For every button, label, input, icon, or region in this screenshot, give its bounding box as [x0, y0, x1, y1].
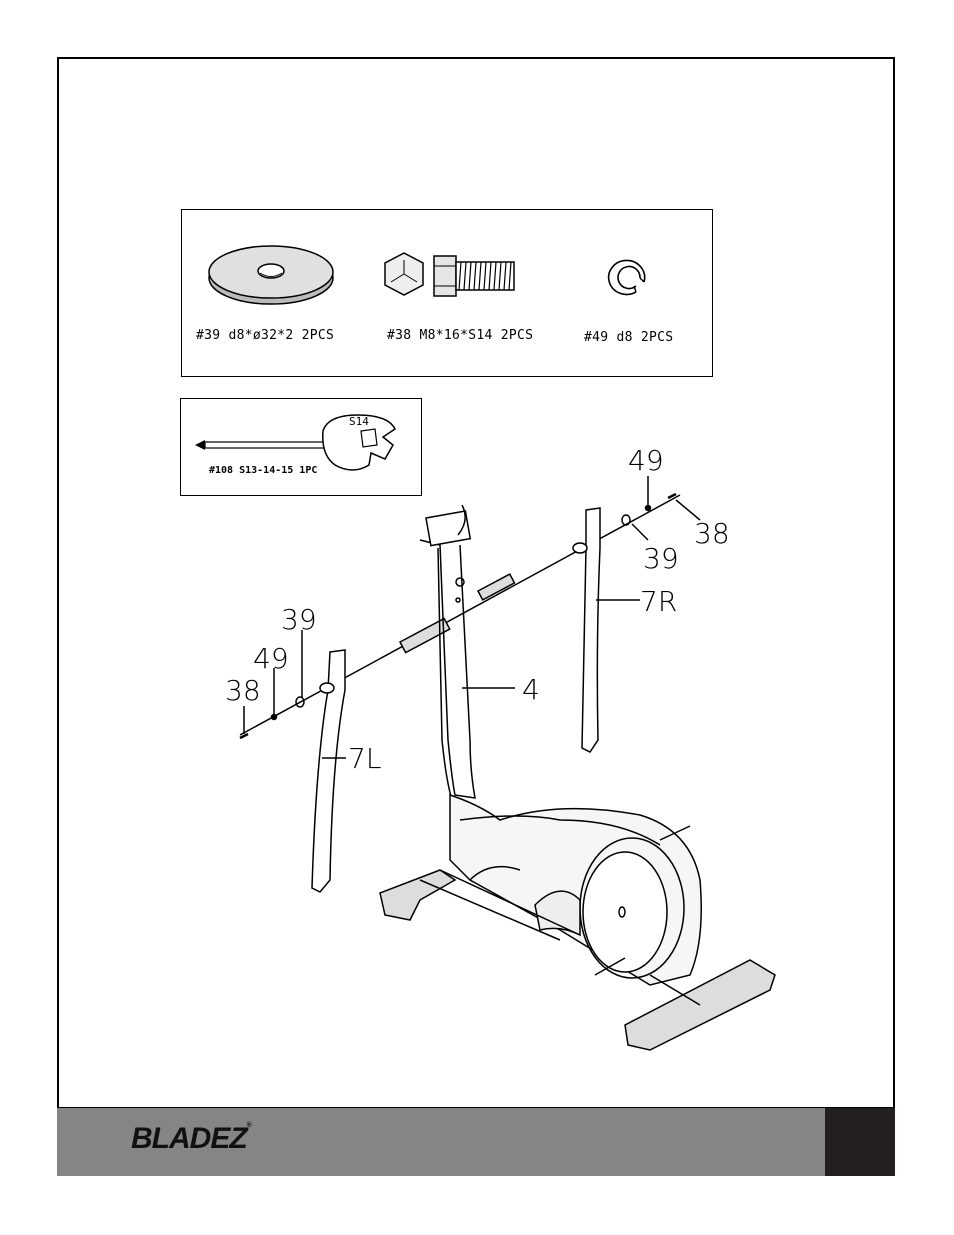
arm-7r — [581, 507, 601, 753]
callout-7r: 7R — [640, 585, 678, 618]
callout-4: 4 — [522, 673, 540, 706]
wrench-label: #108 S13-14-15 1PC — [209, 465, 318, 476]
footer-bar: BLADEZ® — [57, 1107, 895, 1176]
hardware-parts-box: #39 d8*ø32*2 2PCS #38 M8*16*S14 2PCS #49… — [181, 209, 713, 377]
arm-7l — [311, 649, 346, 893]
spring-washer-label: #49 d8 2PCS — [584, 330, 674, 345]
frame-upright — [419, 539, 476, 799]
spring-washer-icon — [607, 259, 646, 296]
callout-39-left: 39 — [281, 603, 317, 636]
trademark: ® — [246, 1122, 252, 1129]
brand-logo: BLADEZ® — [131, 1122, 252, 1156]
brand-name: BLADEZ — [131, 1122, 248, 1155]
washer-label: #39 d8*ø32*2 2PCS — [196, 328, 335, 343]
front-stabilizer — [379, 869, 457, 921]
callout-38-left: 38 — [225, 674, 261, 707]
axle-line — [239, 494, 681, 736]
callout-49-right: 49 — [628, 444, 664, 477]
callout-38-right: 38 — [694, 517, 730, 550]
callout-49-left: 49 — [253, 642, 289, 675]
bolt-label: #38 M8*16*S14 2PCS — [387, 328, 534, 343]
tool-box: S14 #108 S13-14-15 1PC — [180, 398, 422, 496]
page-number-block — [825, 1108, 895, 1176]
wrench-icon — [195, 414, 396, 471]
bolt-icon — [384, 252, 515, 297]
washer-icon — [208, 245, 334, 305]
wrench-head-label: S14 — [349, 415, 369, 428]
callout-7l: 7L — [348, 742, 382, 775]
callout-39-right: 39 — [643, 542, 679, 575]
